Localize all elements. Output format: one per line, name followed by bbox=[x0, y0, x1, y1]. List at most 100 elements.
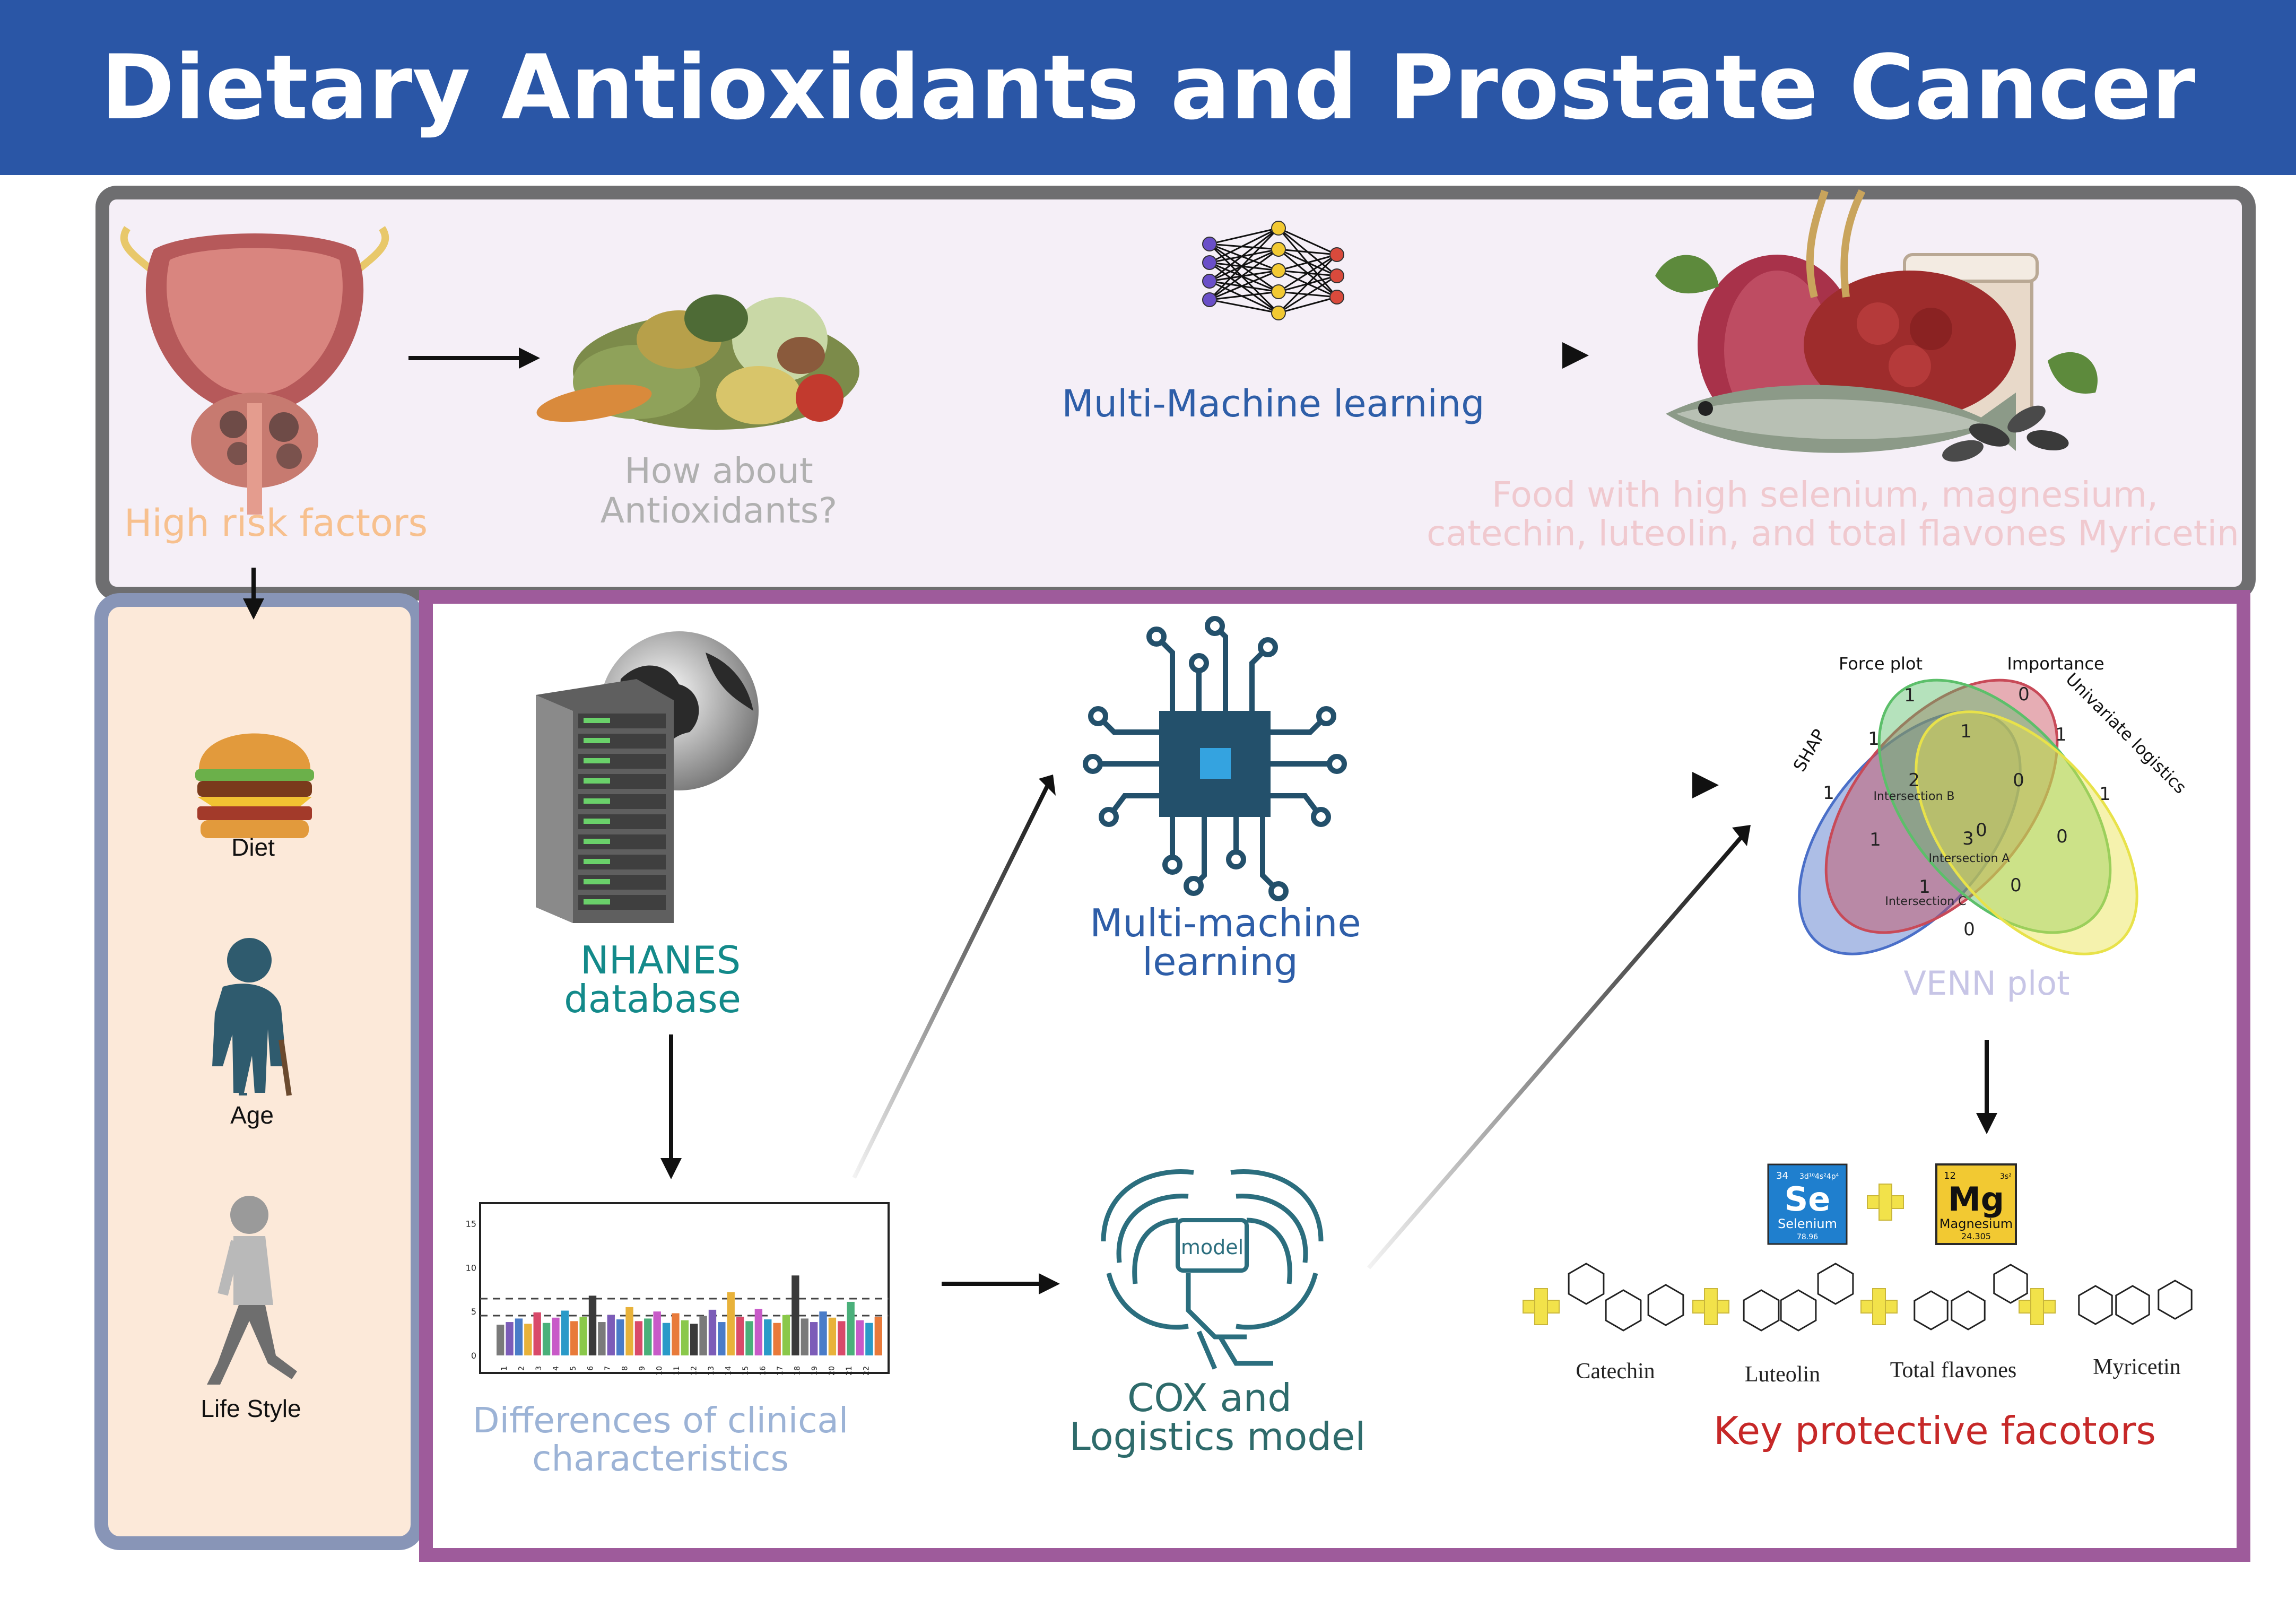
venn-count: 1 bbox=[1869, 829, 1881, 850]
manhattan-xtick: 15 bbox=[742, 1366, 750, 1376]
nn-node bbox=[1329, 290, 1344, 305]
manhattan-xtick: 12 bbox=[690, 1366, 699, 1376]
manhattan-bar bbox=[588, 1295, 597, 1355]
manhattan-xtick: 11 bbox=[673, 1366, 681, 1376]
manhattan-bar bbox=[497, 1325, 505, 1355]
manhattan-bar bbox=[681, 1320, 689, 1355]
manhattan-bar bbox=[838, 1321, 846, 1355]
cox-label-line2: Logistics model bbox=[1069, 1414, 1366, 1459]
manhattan-bar bbox=[801, 1318, 808, 1355]
manhattan-xtick: 14 bbox=[725, 1366, 733, 1376]
manhattan-xtick: 20 bbox=[828, 1366, 837, 1376]
manhattan-bar bbox=[699, 1316, 707, 1355]
manhattan-bar bbox=[708, 1309, 717, 1355]
nn-node bbox=[1202, 255, 1217, 270]
mml-label-line2: learning bbox=[1142, 940, 1298, 984]
mg-symbol: Mg bbox=[1948, 1180, 2004, 1219]
food-illustration bbox=[1655, 189, 2098, 462]
manhattan-bar bbox=[607, 1315, 615, 1355]
high-risk-label: High risk factors bbox=[124, 501, 428, 545]
nn-node bbox=[1202, 292, 1217, 307]
venn-count: 0 bbox=[2018, 684, 2030, 705]
venn-count: 1 bbox=[2055, 724, 2067, 745]
neural-network-icon bbox=[1202, 221, 1344, 320]
manhattan-ytick: 0 bbox=[471, 1351, 476, 1361]
manhattan-bar bbox=[754, 1309, 763, 1355]
manhattan-bar bbox=[634, 1321, 643, 1355]
arrow-ml-head bbox=[1562, 342, 1589, 369]
nn-node bbox=[1271, 284, 1286, 299]
compound-myricetin: Myricetin bbox=[2093, 1355, 2181, 1379]
manhattan-bar bbox=[782, 1315, 790, 1355]
key-protective-factors-label: Key protective facotors bbox=[1714, 1408, 2156, 1453]
clinical-label-line2: characteristics bbox=[532, 1438, 789, 1479]
elderly-person-icon bbox=[212, 938, 292, 1096]
manhattan-bar bbox=[653, 1311, 661, 1355]
nn-node bbox=[1329, 268, 1344, 283]
venn-count: 0 bbox=[1963, 919, 1975, 940]
mg-number: 12 bbox=[1944, 1170, 1956, 1181]
mg-config: 3s² bbox=[2000, 1172, 2012, 1181]
antioxidants-question-line1: How about bbox=[624, 450, 813, 491]
manhattan-bar bbox=[792, 1275, 799, 1355]
manhattan-bar bbox=[524, 1324, 532, 1355]
nn-node bbox=[1271, 221, 1286, 236]
manhattan-bar bbox=[874, 1317, 882, 1355]
se-mass: 78.96 bbox=[1797, 1233, 1818, 1241]
compound-total-flavones: Total flavones bbox=[1890, 1358, 2017, 1382]
arrow-clinical-to-mml bbox=[852, 784, 1050, 1179]
title-bar bbox=[0, 0, 2296, 175]
venn-intersection-a: Intersection A bbox=[1929, 852, 2010, 865]
venn-count: 2 bbox=[1908, 770, 1920, 791]
se-name: Selenium bbox=[1778, 1216, 1837, 1231]
venn-count: 3 bbox=[1962, 828, 1974, 849]
arrow-clinical-to-mml-head bbox=[1039, 775, 1056, 796]
manhattan-bar bbox=[533, 1312, 541, 1355]
cox-label-line1: COX and bbox=[1127, 1376, 1292, 1420]
manhattan-bar bbox=[561, 1310, 569, 1355]
arrow-cox-to-venn-head bbox=[1732, 825, 1751, 846]
manhattan-xtick: 5 bbox=[569, 1366, 578, 1371]
manhattan-bar bbox=[515, 1318, 523, 1355]
manhattan-xtick: 10 bbox=[656, 1366, 664, 1376]
manhattan-bar bbox=[625, 1307, 633, 1355]
factor-lifestyle: Life Style bbox=[201, 1395, 301, 1422]
vegetables-illustration bbox=[536, 294, 859, 430]
nhanes-label-line2: database bbox=[564, 977, 741, 1021]
manhattan-bar bbox=[552, 1317, 560, 1355]
manhattan-bar bbox=[819, 1311, 827, 1355]
manhattan-bar bbox=[736, 1317, 744, 1355]
manhattan-xtick: 1 bbox=[500, 1366, 509, 1371]
manhattan-xtick: 7 bbox=[604, 1366, 612, 1371]
compound-plus-icons bbox=[1523, 1288, 2056, 1325]
mg-name: Magnesium bbox=[1940, 1216, 2013, 1231]
walking-person-icon bbox=[207, 1196, 297, 1385]
food-label-line1: Food with high selenium, magnesium, bbox=[1492, 474, 2158, 515]
se-symbol: Se bbox=[1785, 1180, 1831, 1219]
manhattan-bar bbox=[506, 1322, 514, 1355]
antioxidants-question-line2: Antioxidants? bbox=[601, 490, 837, 531]
manhattan-bar bbox=[570, 1321, 578, 1355]
manhattan-bar bbox=[616, 1319, 624, 1355]
manhattan-bar bbox=[847, 1301, 855, 1355]
manhattan-bar bbox=[828, 1317, 837, 1355]
factor-diet: Diet bbox=[231, 833, 275, 861]
venn-count: 0 bbox=[2010, 875, 2022, 896]
venn-count: 0 bbox=[2013, 770, 2024, 791]
venn-set-shap: SHAP bbox=[1789, 726, 1830, 775]
burger-icon bbox=[195, 733, 314, 838]
manhattan-ytick: 5 bbox=[471, 1307, 476, 1317]
circuit-chip-icon bbox=[1083, 616, 1347, 901]
model-chip-label: model bbox=[1181, 1236, 1243, 1259]
manhattan-xtick: 21 bbox=[845, 1366, 854, 1376]
venn-intersection-c: Intersection C bbox=[1885, 895, 1966, 908]
nn-node bbox=[1271, 263, 1286, 278]
venn-count: 1 bbox=[1823, 782, 1834, 804]
venn-count: 0 bbox=[1976, 820, 1987, 841]
venn-count: 1 bbox=[1919, 876, 1930, 898]
manhattan-bar bbox=[727, 1292, 735, 1355]
manhattan-bar bbox=[764, 1319, 772, 1355]
venn-count: 1 bbox=[1960, 721, 1972, 742]
